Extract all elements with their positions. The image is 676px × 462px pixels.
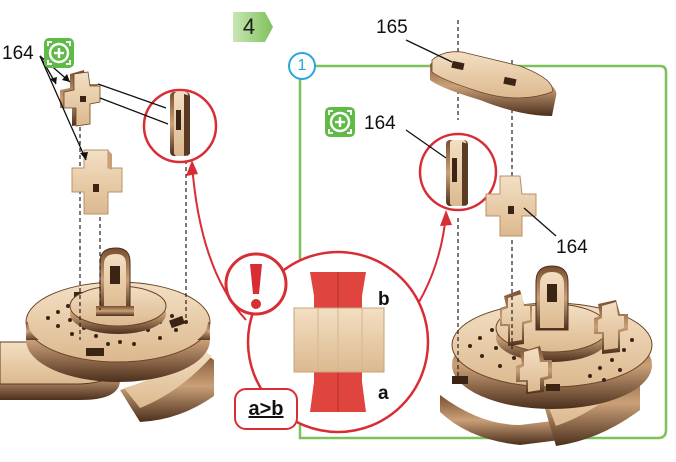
left-guide-lines: [79, 120, 187, 340]
right-base-assembly: [440, 265, 653, 446]
part-label-middle-right: 164: [364, 113, 396, 134]
substep-number-badge: 1: [288, 52, 316, 80]
right-callout-lines: [405, 39, 557, 237]
warning-label-a: a: [378, 383, 389, 404]
subassembly-frame: [298, 64, 668, 440]
left-base-assembly: [0, 247, 214, 422]
part-label-left: 164: [2, 43, 34, 64]
right-zoom-circle: [418, 132, 498, 212]
step-number-badge: 4: [233, 12, 273, 42]
warning-detail: [246, 250, 430, 434]
green-plus-in-square-icon: [44, 38, 74, 68]
left-zoom-circle: [142, 88, 218, 164]
part-label-top-right: 165: [376, 17, 408, 38]
left-part-164-upper: [60, 70, 101, 127]
part-label-right: 164: [556, 237, 588, 258]
exclamation-icon: [224, 252, 288, 316]
warning-label-b: b: [378, 289, 390, 310]
green-plus-in-square-icon: [325, 107, 355, 137]
right-part-164: [485, 175, 537, 237]
rule-box: a>b: [234, 388, 298, 430]
left-part-164-lower: [71, 149, 123, 215]
top-right-part-165: [430, 51, 557, 116]
